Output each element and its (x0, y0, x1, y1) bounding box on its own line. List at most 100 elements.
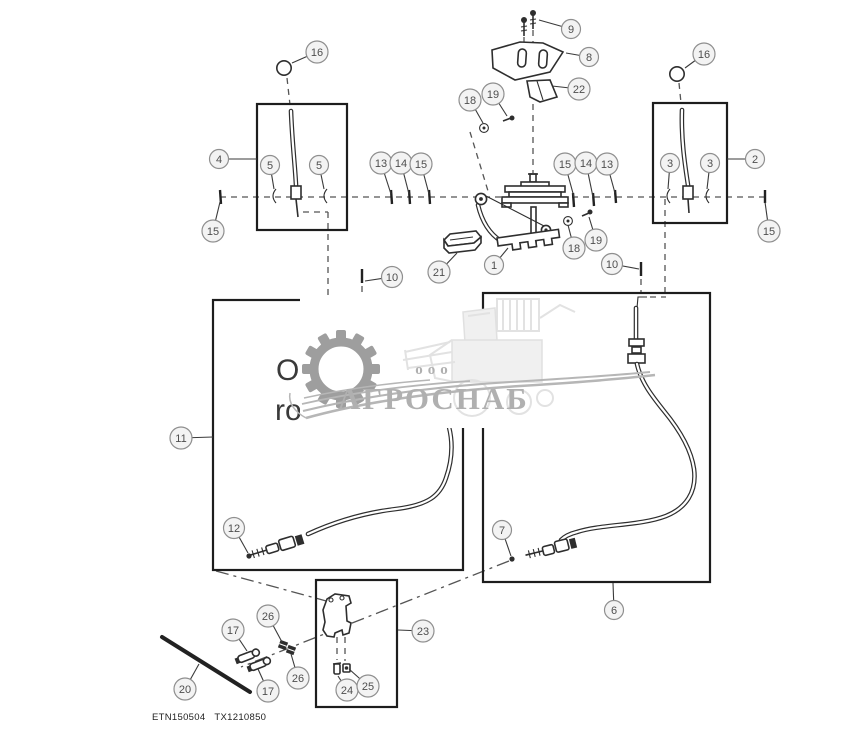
cable-left (246, 424, 454, 559)
background-text-fragment-2: ro (275, 394, 302, 427)
callout-8: 8 (565, 46, 600, 68)
clip-3-right (705, 188, 710, 204)
knob-right (668, 66, 685, 83)
footer-code-2: TX1210850 (214, 712, 267, 723)
cover-plate-8 (491, 41, 565, 81)
callout-12: 12 (222, 516, 249, 554)
background-text-fragment-1: O (276, 354, 299, 387)
svg-text:3: 3 (707, 158, 713, 170)
svg-text:11: 11 (175, 433, 186, 445)
footer-doc-codes: ETN150504 TX1210850 (152, 712, 275, 723)
callout-10-left: 10 (364, 265, 404, 289)
svg-text:8: 8 (586, 52, 592, 64)
lever-box-left (255, 102, 349, 232)
svg-text:25: 25 (362, 681, 374, 693)
svg-text:14: 14 (580, 158, 592, 170)
svg-text:7: 7 (499, 525, 505, 537)
clip-21 (442, 230, 483, 254)
callout-4: 4 (208, 148, 257, 170)
callout-16-left: 16 (291, 40, 329, 64)
bracket-box (314, 578, 399, 709)
callout-26-upper: 26 (256, 604, 283, 643)
callout-7: 7 (491, 519, 513, 557)
callout-17-lower: 17 (256, 668, 280, 703)
svg-text:16: 16 (698, 49, 710, 61)
nut-18-lower (563, 216, 573, 226)
cable-box-right (481, 291, 712, 584)
tractor-icon (402, 298, 576, 417)
callout-14-left: 14 (389, 151, 413, 195)
clip-5-right (323, 188, 328, 204)
footer-code-1: ETN150504 (152, 712, 206, 723)
screws-9 (520, 10, 537, 36)
knob-left (275, 59, 292, 76)
callout-26-lower: 26 (286, 653, 310, 690)
svg-text:12: 12 (228, 523, 240, 535)
cable-right (509, 296, 697, 562)
svg-text:14: 14 (395, 158, 407, 170)
svg-text:20: 20 (179, 684, 191, 696)
svg-text:4: 4 (216, 154, 222, 166)
callout-15-right: 15 (553, 152, 577, 198)
svg-text:10: 10 (606, 259, 618, 271)
svg-text:22: 22 (573, 84, 585, 96)
rod-20 (160, 635, 252, 694)
callout-11: 11 (169, 426, 214, 450)
svg-text:5: 5 (316, 160, 322, 172)
svg-text:13: 13 (375, 158, 387, 170)
callout-16-right: 16 (684, 42, 716, 69)
svg-text:16: 16 (311, 47, 323, 59)
nut-26-upper (277, 639, 289, 651)
svg-text:17: 17 (262, 686, 274, 698)
svg-text:18: 18 (568, 243, 580, 255)
svg-text:15: 15 (207, 226, 219, 238)
callout-13-right: 13 (595, 152, 619, 194)
callout-10-right: 10 (600, 252, 640, 276)
svg-text:6: 6 (611, 605, 617, 617)
pin-24 (332, 662, 342, 675)
clevis-17-lower (246, 656, 272, 673)
clevis-17-upper (234, 648, 261, 665)
callout-9: 9 (538, 18, 582, 40)
svg-text:21: 21 (433, 267, 445, 279)
swoosh-icon (288, 371, 656, 420)
svg-text:19: 19 (487, 89, 499, 101)
callout-5-right: 5 (308, 154, 330, 190)
callout-14-right: 14 (574, 151, 598, 198)
callout-19-lower: 19 (584, 216, 608, 252)
callout-5-left: 5 (259, 154, 281, 190)
lever-box-right (651, 101, 729, 225)
svg-text:18: 18 (464, 95, 476, 107)
lever-left (272, 59, 328, 218)
watermark-prefix: ооо (415, 362, 453, 378)
watermark-company: АГРОСНАБ (338, 381, 529, 416)
centerline-ticks (218, 189, 767, 283)
nut-18-upper (479, 123, 489, 133)
bracket-23 (322, 593, 352, 638)
callout-21: 21 (427, 252, 458, 284)
svg-text:19: 19 (590, 235, 602, 247)
callout-18-upper: 18 (458, 88, 484, 124)
lever-right (666, 66, 710, 214)
callout-19-upper: 19 (481, 82, 508, 117)
svg-text:15: 15 (763, 226, 775, 238)
svg-text:26: 26 (262, 611, 274, 623)
watermark: ооо АГРОСНАБ (288, 296, 656, 428)
callout-17-upper: 17 (221, 618, 248, 652)
callout-18-lower: 18 (562, 224, 586, 260)
boot-22 (526, 79, 559, 103)
callout-2: 2 (727, 148, 766, 170)
svg-text:1: 1 (491, 260, 497, 272)
callout-6: 6 (603, 582, 625, 621)
callout-15-far-right: 15 (757, 201, 781, 243)
svg-text:9: 9 (568, 24, 574, 36)
callout-15-left: 15 (409, 152, 433, 195)
callout-25: 25 (348, 668, 380, 698)
svg-text:13: 13 (601, 159, 613, 171)
svg-text:24: 24 (341, 685, 353, 697)
callout-3-right: 3 (699, 152, 721, 190)
bolt-19-upper (502, 115, 515, 122)
callout-3-left: 3 (659, 152, 681, 190)
bolt-19-lower (581, 209, 593, 217)
